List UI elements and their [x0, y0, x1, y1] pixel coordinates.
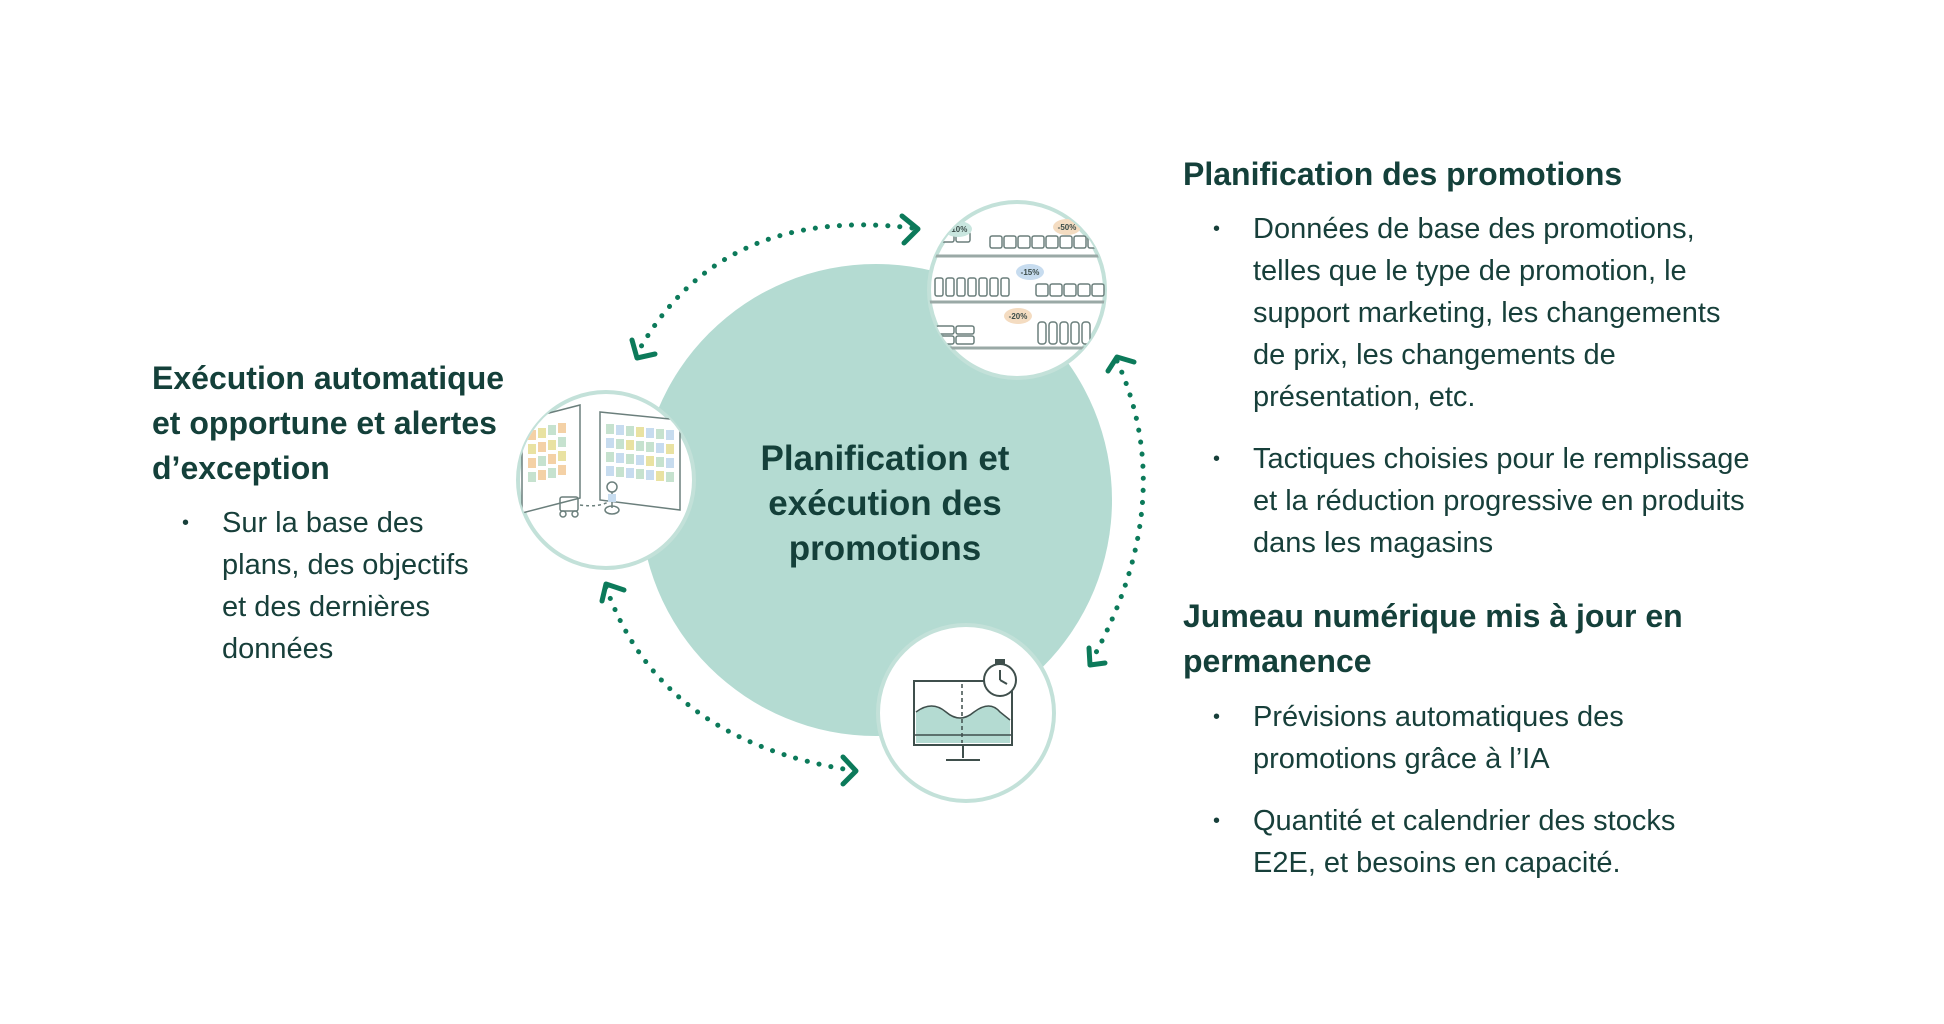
- arrow-head-left-upper: [629, 337, 658, 361]
- arrow-head-bottom: [840, 754, 859, 787]
- left-heading: Exécution automatique et opportune et al…: [152, 356, 504, 491]
- right-bottom-bullet-1: Prévisions automatiques des promotions g…: [1183, 696, 1675, 780]
- arrow-head-right-lower: [1086, 645, 1108, 668]
- monitor-stopwatch-chart-icon: [876, 623, 1056, 803]
- arrow-head-top: [899, 213, 921, 246]
- center-title-line-2: exécution des: [768, 484, 1002, 523]
- shelf-tag-1: -10%: [949, 225, 968, 234]
- left-bullet-list: Sur la base des plans, des objectifs et …: [152, 502, 469, 690]
- center-title-line-3: promotions: [788, 529, 982, 568]
- central-circle: [640, 264, 1112, 736]
- right-top-bullet-1: Données de base des promotions, telles q…: [1183, 208, 1749, 418]
- right-top-bullet-2: Tactiques choisies pour le remplissage e…: [1183, 438, 1749, 564]
- arrow-top-to-left: [635, 222, 915, 355]
- shelf-tag-2: -50%: [1058, 223, 1077, 232]
- arrow-head-left-lower: [599, 581, 627, 604]
- right-bottom-bullet-2: Quantité et calendrier des stocks E2E, e…: [1183, 800, 1675, 884]
- right-bottom-heading: Jumeau numérique mis à jour en permanenc…: [1183, 598, 1683, 679]
- store-shelf-discount-icon: -10% -50% -15% -20%: [927, 200, 1107, 380]
- right-bottom-bullet-list: Prévisions automatiques des promotions g…: [1183, 696, 1675, 904]
- right-top-bullet-list: Données de base des promotions, telles q…: [1183, 208, 1749, 584]
- warehouse-robot-icon: [516, 390, 696, 570]
- cycle-arrows: [599, 213, 1146, 787]
- center-title-line-1: Planification et: [760, 439, 1010, 478]
- arrow-top-to-bottom: [1089, 358, 1146, 663]
- right-top-heading: Planification des promotions: [1183, 156, 1623, 192]
- shelf-tag-4: -20%: [1009, 312, 1028, 321]
- left-heading-line-3: d’exception: [152, 450, 330, 486]
- left-heading-line-2: et opportune et alertes: [152, 405, 497, 441]
- left-heading-line-1: Exécution automatique: [152, 360, 505, 396]
- center-title: Planification et exécution des promotion…: [700, 436, 1070, 571]
- shelf-tag-3: -15%: [1021, 268, 1040, 277]
- left-bullet-1: Sur la base des plans, des objectifs et …: [152, 502, 469, 670]
- arrow-head-right-upper: [1105, 354, 1137, 374]
